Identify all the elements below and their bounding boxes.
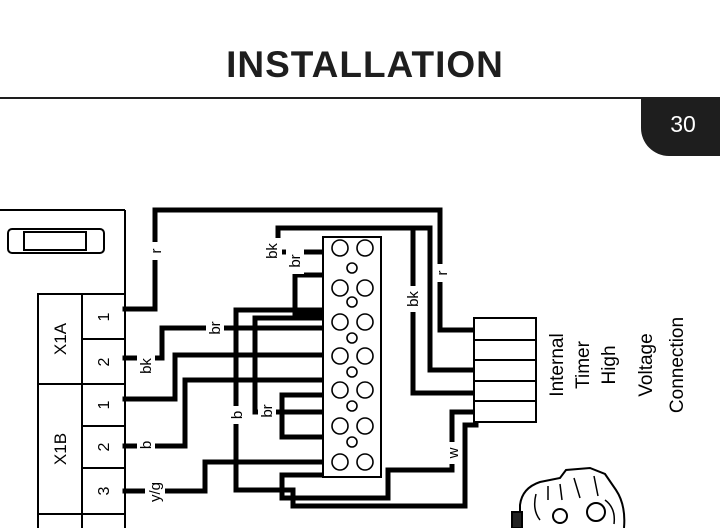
page-title: INSTALLATION	[226, 44, 504, 85]
wire-w	[279, 409, 479, 501]
wire-label-bk-upper: bk	[264, 243, 281, 259]
wire-label-w: w	[445, 447, 462, 459]
wire-label-br-lower: br	[259, 404, 276, 417]
wire-br-top	[292, 272, 328, 318]
wire-label-br-upper: br	[287, 254, 304, 267]
wire-br-lower	[279, 392, 328, 440]
x1a-pin-2: 2	[96, 357, 113, 366]
wire-br-mid	[252, 315, 328, 415]
x1b-pin-3: 3	[96, 486, 113, 495]
page-number-tab	[641, 98, 720, 156]
page-number: 30	[670, 111, 696, 137]
terminal-block-x1b-label: X1B	[51, 433, 70, 465]
wire-bk-upper	[275, 225, 479, 396]
wire-label-br: br	[207, 321, 224, 334]
wire-b-mid	[233, 307, 328, 493]
pump-motor-icon	[511, 466, 626, 528]
control-board	[0, 209, 126, 528]
wire-label-bk: bk	[138, 358, 155, 374]
terminal-block-x1a-label: X1A	[51, 322, 70, 355]
wire-r	[122, 207, 479, 333]
timer-connector	[473, 317, 537, 423]
wire-label-r: r	[148, 249, 165, 254]
caption-line-2: Timer	[573, 340, 594, 389]
x1b-pin-1: 1	[96, 400, 113, 409]
wire-label-b: b	[138, 441, 155, 449]
wire-br-upper	[122, 352, 328, 402]
wire-label-bk-right: bk	[405, 291, 422, 307]
wire-bk-right	[397, 225, 479, 373]
wire-label-backgrounds	[137, 238, 462, 506]
connector-caption: Internal Timer High Voltage Connection	[547, 317, 688, 413]
caption-line-1: Internal	[547, 333, 568, 396]
wire-label-b-mid: b	[229, 411, 246, 419]
header-divider	[0, 97, 720, 99]
x1b-pin-2: 2	[96, 442, 113, 451]
fuse-icon	[7, 228, 105, 254]
wire-bottom	[290, 422, 479, 509]
caption-line-4: Voltage	[636, 333, 657, 396]
wire-label-yg: y/g	[147, 482, 164, 502]
caption-line-5: Connection	[667, 317, 688, 413]
caption-line-3: High	[599, 345, 620, 384]
wire-label-r-right: r	[434, 271, 451, 276]
x1a-pin-1: 1	[96, 312, 113, 321]
terminal-strip	[322, 236, 382, 478]
